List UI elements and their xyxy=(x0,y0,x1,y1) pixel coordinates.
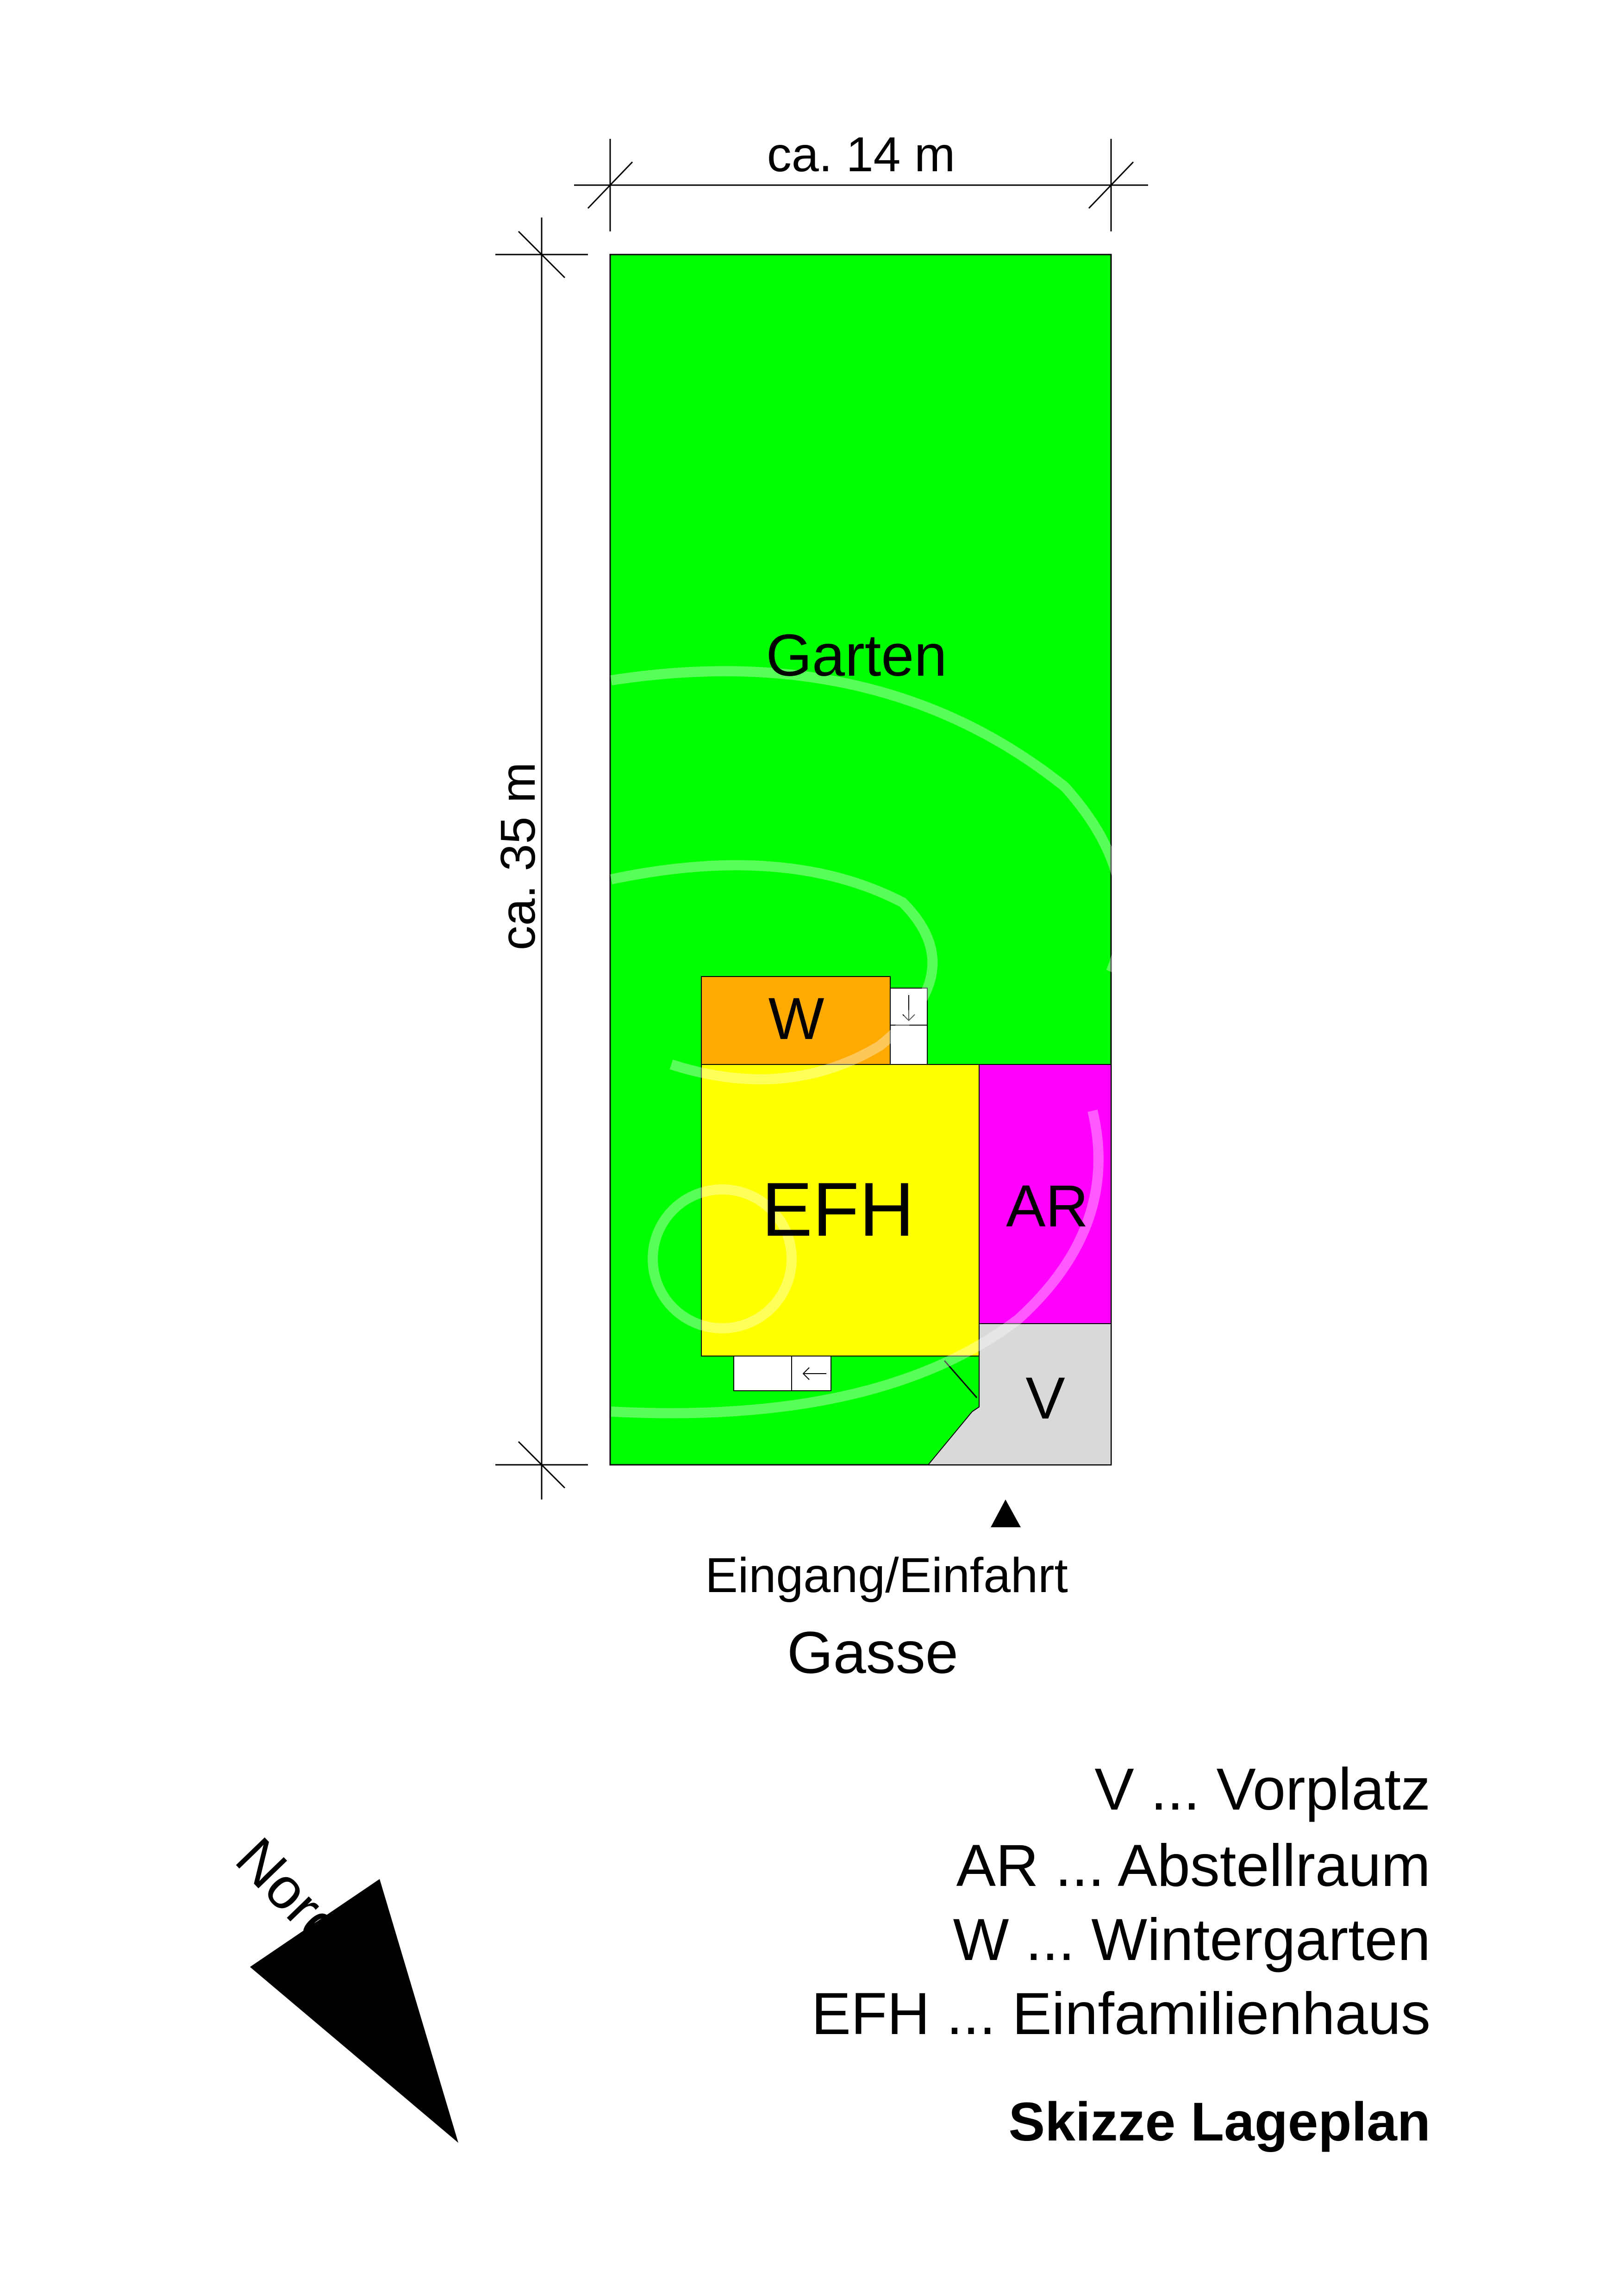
watermark-logo xyxy=(610,666,1128,1419)
house-entrance-steps xyxy=(733,1356,831,1391)
winter-garden-area xyxy=(701,976,891,1065)
street-label: Gasse xyxy=(787,1620,958,1686)
legend-item: W ... Wintergarten xyxy=(953,1907,1430,1973)
legend-item: AR ... Abstellraum xyxy=(956,1833,1430,1899)
legend: V ... Vorplatz AR ... Abstellraum W ... … xyxy=(812,1756,1430,2153)
legend-title: Skizze Lageplan xyxy=(1008,2091,1430,2153)
north-arrow-icon xyxy=(250,1879,458,2143)
width-dimension xyxy=(574,139,1148,231)
storage-area xyxy=(979,1064,1112,1324)
legend-item: V ... Vorplatz xyxy=(1094,1756,1430,1823)
entrance-arrow-icon xyxy=(991,1500,1021,1527)
garden-label: Garten xyxy=(766,622,947,689)
gate-line xyxy=(943,1360,978,1398)
legend-item: EFH ... Einfamilienhaus xyxy=(812,1981,1430,2047)
storage-label: AR xyxy=(1006,1173,1088,1239)
height-dimension-label: ca. 35 m xyxy=(491,762,545,951)
house-label: EFH xyxy=(762,1167,914,1252)
winter-garden-label: W xyxy=(768,986,824,1052)
width-dimension-label: ca. 14 m xyxy=(767,127,956,182)
house-area xyxy=(701,1064,980,1356)
winter-garden-steps xyxy=(890,988,928,1065)
forecourt-label: V xyxy=(1025,1365,1065,1431)
north-arrow: Norden xyxy=(224,1826,458,2143)
entrance-label: Eingang/Einfahrt xyxy=(705,1548,1068,1603)
forecourt-area xyxy=(927,1323,1112,1465)
height-dimension xyxy=(495,218,588,1500)
